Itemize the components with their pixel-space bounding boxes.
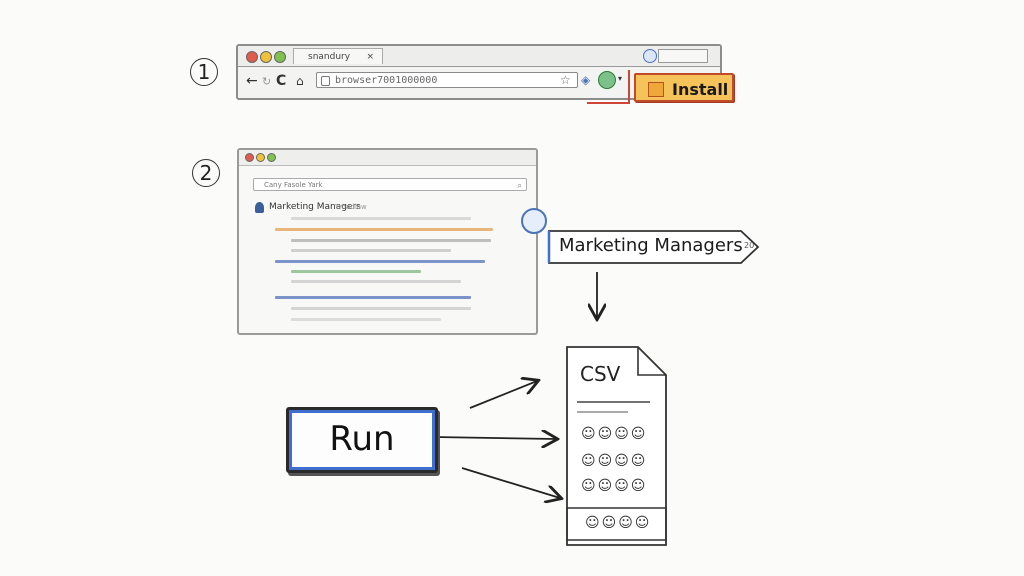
address-bar[interactable]: browser7001000000 xyxy=(316,72,578,88)
extension-highlight-box xyxy=(587,70,630,104)
run-button[interactable]: Run xyxy=(286,407,438,473)
profile-icon[interactable] xyxy=(643,49,657,63)
tab-close-icon[interactable]: × xyxy=(366,52,374,62)
person-icon: ☺☺☺☺ xyxy=(581,453,648,469)
search-query-title: Marketing Managers xyxy=(269,202,361,212)
install-label: Install xyxy=(672,80,729,99)
refresh-icon[interactable]: C xyxy=(276,73,287,89)
callout-label: Marketing Managers 20 xyxy=(547,229,760,264)
step-number-2: 2 xyxy=(192,159,220,187)
home-icon[interactable]: ⌂ xyxy=(296,74,304,88)
person-icon: ☺☺☺☺ xyxy=(581,426,648,442)
browser-tab[interactable]: snandury × xyxy=(293,48,383,64)
window-maximize-dot-2[interactable] xyxy=(267,153,276,162)
window-close-dot-2[interactable] xyxy=(245,153,254,162)
result-line xyxy=(291,217,471,220)
callout-text: Marketing Managers xyxy=(559,235,743,256)
result-line xyxy=(291,249,451,252)
result-line xyxy=(275,228,493,231)
search-query-subtitle: Ymadlaw xyxy=(335,203,367,211)
install-button[interactable]: Install xyxy=(634,73,734,102)
callout-shape xyxy=(547,230,760,264)
extension-green-icon[interactable] xyxy=(598,71,616,89)
arrow-icon xyxy=(461,467,560,498)
install-icon xyxy=(648,82,664,97)
arrow-icon xyxy=(433,437,556,439)
extension-icon[interactable]: ◈ xyxy=(581,73,591,87)
result-line xyxy=(291,270,421,273)
csv-label: CSV xyxy=(580,362,621,386)
browser-titlebar-2 xyxy=(239,150,536,166)
search-bar[interactable]: Cany Fasole Yark ⌕ xyxy=(253,178,527,191)
result-link[interactable] xyxy=(275,260,485,263)
extension-menu-icon[interactable]: ▾ xyxy=(618,74,623,83)
window-maximize-dot[interactable] xyxy=(274,51,286,63)
person-icon: ☺☺☺☺ xyxy=(585,515,652,531)
lock-icon xyxy=(321,76,330,86)
address-url: browser7001000000 xyxy=(335,75,438,86)
browser-titlebar: snandury × xyxy=(238,46,720,67)
csv-document-icon xyxy=(566,346,667,546)
bookmark-star-icon[interactable]: ☆ xyxy=(560,73,571,87)
result-line xyxy=(291,280,461,283)
search-placeholder: Cany Fasole Yark xyxy=(264,181,323,189)
result-link[interactable] xyxy=(275,296,471,299)
browser-window-search: Cany Fasole Yark ⌕ Marketing Managers Ym… xyxy=(237,148,538,335)
result-line xyxy=(291,318,441,321)
reload-icon[interactable]: ↻ xyxy=(262,75,272,88)
person-icon: ☺☺☺☺ xyxy=(581,478,648,494)
window-minimize-dot-2[interactable] xyxy=(256,153,265,162)
person-icon xyxy=(255,202,264,213)
window-control-box[interactable] xyxy=(658,49,708,63)
back-icon[interactable]: ← xyxy=(246,73,258,89)
arrow-icon xyxy=(469,381,537,409)
window-minimize-dot[interactable] xyxy=(260,51,272,63)
search-icon[interactable]: ⌕ xyxy=(517,181,522,190)
magnifier-icon xyxy=(521,208,547,234)
result-line xyxy=(291,307,471,310)
callout-tag: 20 xyxy=(744,241,755,250)
result-line xyxy=(291,239,491,242)
step-number-1: 1 xyxy=(190,58,218,86)
tab-title: snandury xyxy=(308,52,351,62)
window-close-dot[interactable] xyxy=(246,51,258,63)
